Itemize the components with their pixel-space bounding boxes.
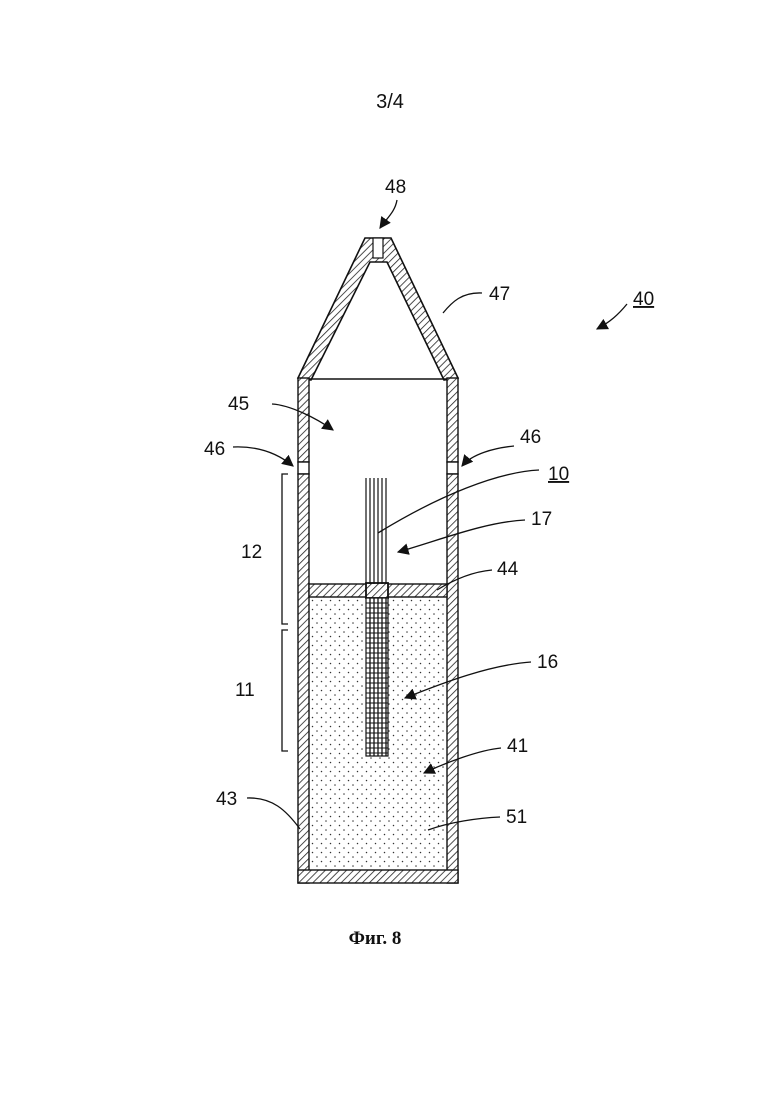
partition-seal — [366, 583, 388, 598]
left-vent — [298, 462, 309, 474]
label-43: 43 — [216, 789, 237, 810]
left-wall — [298, 378, 309, 462]
leader-43 — [247, 798, 300, 829]
label-12: 12 — [241, 542, 262, 563]
label-46-left: 46 — [204, 439, 225, 460]
bracket-12 — [282, 474, 288, 624]
left-wall-lower — [298, 474, 309, 883]
right-wall — [447, 378, 458, 462]
wick-lower-grid — [366, 598, 388, 756]
label-40: 40 — [633, 289, 654, 310]
bracket-11 — [282, 630, 288, 751]
label-10: 10 — [548, 464, 569, 485]
label-16: 16 — [537, 652, 558, 673]
leader-46-left — [233, 447, 293, 466]
right-vent — [447, 462, 458, 474]
label-17: 17 — [531, 509, 552, 530]
leader-17 — [398, 520, 525, 552]
label-46-right: 46 — [520, 427, 541, 448]
conical-cap — [298, 238, 458, 380]
leader-48 — [380, 200, 397, 228]
label-48: 48 — [385, 177, 406, 198]
leader-46-right — [462, 446, 514, 466]
nozzle-opening — [373, 238, 383, 258]
label-51: 51 — [506, 807, 527, 828]
wick-upper-fibers — [366, 478, 386, 584]
label-47: 47 — [489, 284, 510, 305]
label-45: 45 — [228, 394, 249, 415]
bottom-wall — [298, 870, 458, 883]
label-44: 44 — [497, 559, 519, 580]
figure-caption: Фиг. 8 — [330, 928, 420, 950]
leader-40 — [597, 304, 627, 329]
page-number: 3/4 — [360, 91, 420, 114]
label-41: 41 — [507, 736, 528, 757]
label-11: 11 — [235, 680, 255, 701]
leader-47 — [443, 293, 482, 313]
